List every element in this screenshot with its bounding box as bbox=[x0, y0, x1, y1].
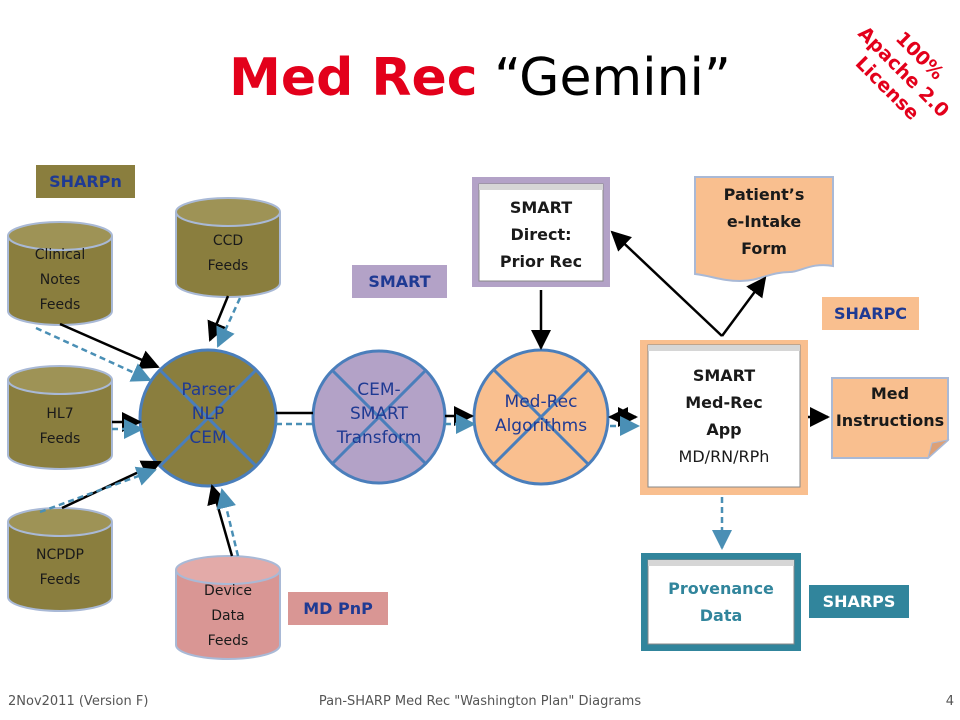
title-emphasis: Med Rec bbox=[229, 48, 478, 108]
parser-circle bbox=[138, 348, 278, 488]
med-instructions-document bbox=[831, 377, 950, 460]
footer-page-number: 4 bbox=[945, 694, 954, 709]
sharpc-tag: SHARPC bbox=[822, 297, 919, 330]
dashed-connectors bbox=[35, 297, 732, 557]
sharps-tag: SHARPS bbox=[809, 585, 909, 618]
title-rest: “Gemini” bbox=[494, 48, 731, 108]
smart-direct-screen bbox=[472, 177, 610, 287]
smart-app-screen bbox=[640, 340, 808, 495]
clinical-notes-cylinder bbox=[7, 221, 113, 326]
hl7-cylinder bbox=[7, 365, 113, 470]
page-title: Med Rec “Gemini” bbox=[0, 48, 960, 108]
ncpdp-cylinder bbox=[7, 507, 113, 612]
intake-form-document bbox=[694, 176, 834, 283]
provenance-screen bbox=[641, 553, 801, 651]
sharpn-tag: SHARPn bbox=[36, 165, 135, 198]
footer-title: Pan-SHARP Med Rec "Washington Plan" Diag… bbox=[318, 694, 642, 709]
smart-tag: SMART bbox=[352, 265, 447, 298]
device-data-cylinder bbox=[175, 555, 281, 660]
mdpnp-tag: MD PnP bbox=[288, 592, 388, 625]
transform-circle bbox=[311, 349, 447, 485]
footer-version: 2Nov2011 (Version F) bbox=[8, 694, 149, 709]
